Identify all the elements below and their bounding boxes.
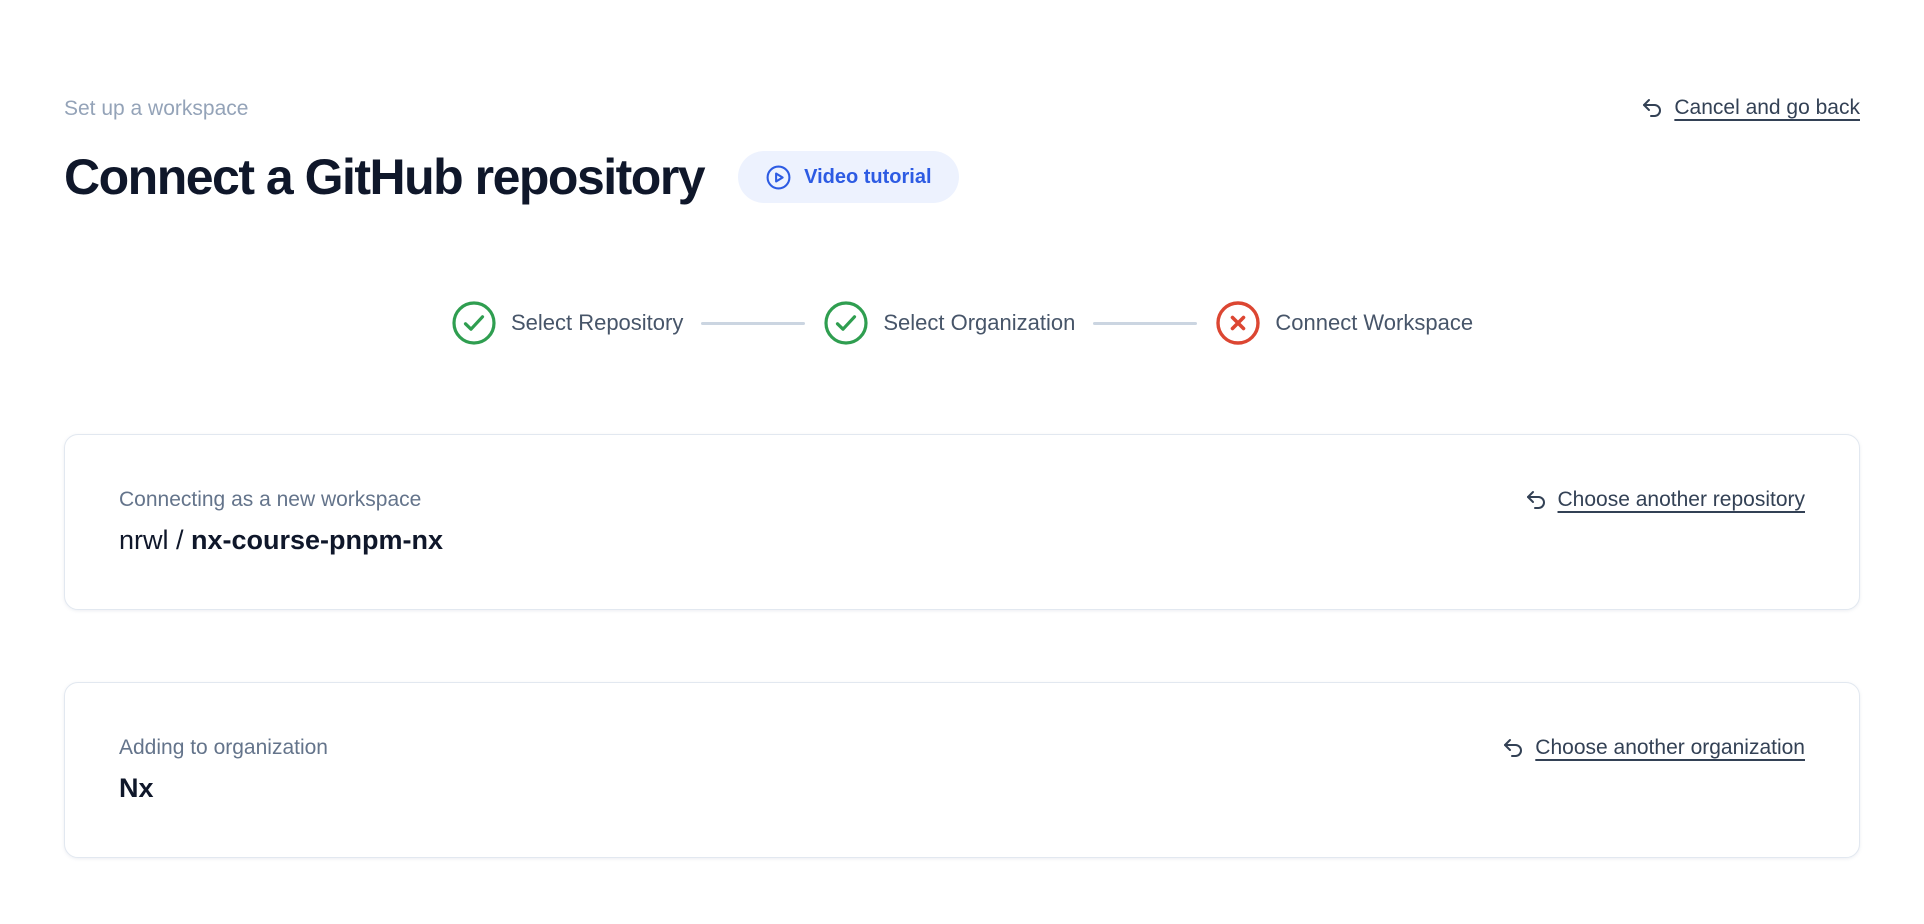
organization-card: Adding to organization Nx Choose another… — [64, 682, 1860, 858]
play-circle-icon — [765, 164, 792, 191]
repository-name: nrwl / nx-course-pnpm-nx — [119, 523, 443, 557]
cancel-and-go-back-link[interactable]: Cancel and go back — [1640, 96, 1860, 120]
undo-icon — [1524, 488, 1548, 512]
step-connect-workspace: Connect Workspace — [1215, 300, 1473, 346]
choose-another-organization-link[interactable]: Choose another organization — [1501, 736, 1805, 760]
progress-stepper: Select Repository Select Organization Co… — [64, 300, 1860, 346]
video-tutorial-button[interactable]: Video tutorial — [738, 151, 959, 203]
choose-another-repository-link[interactable]: Choose another repository — [1524, 488, 1805, 512]
eyebrow-label: Set up a workspace — [64, 97, 249, 120]
video-tutorial-label: Video tutorial — [804, 165, 932, 188]
header: Set up a workspace Cancel and go back — [64, 96, 1860, 122]
stepper-connector — [701, 321, 806, 325]
choose-organization-label: Choose another organization — [1535, 736, 1805, 759]
repository-repo: nx-course-pnpm-nx — [191, 525, 444, 555]
page-title: Connect a GitHub repository — [64, 149, 706, 205]
step-select-organization: Select Organization — [823, 300, 1075, 346]
step-label: Select Repository — [510, 310, 684, 335]
step-label: Select Organization — [883, 310, 1076, 335]
repository-card-label: Connecting as a new workspace — [119, 488, 422, 511]
organization-value: Nx — [119, 773, 154, 803]
check-circle-icon — [451, 300, 497, 346]
undo-icon — [1501, 736, 1525, 760]
setup-workspace-page: Set up a workspace Cancel and go back Co… — [64, 96, 1860, 858]
organization-card-info: Adding to organization Nx — [119, 735, 328, 805]
cancel-link-label: Cancel and go back — [1674, 96, 1860, 119]
x-circle-icon — [1215, 300, 1261, 346]
repository-owner: nrwl / — [119, 525, 192, 555]
step-select-repository: Select Repository — [451, 300, 683, 346]
step-label: Connect Workspace — [1275, 310, 1474, 335]
stepper-connector — [1093, 321, 1198, 325]
undo-icon — [1640, 96, 1664, 120]
organization-name: Nx — [119, 771, 328, 805]
choose-repository-label: Choose another repository — [1557, 488, 1805, 511]
organization-card-label: Adding to organization — [119, 736, 328, 759]
repository-card: Connecting as a new workspace nrwl / nx-… — [64, 434, 1860, 610]
repository-card-info: Connecting as a new workspace nrwl / nx-… — [119, 487, 443, 557]
heading-row: Connect a GitHub repository Video tutori… — [64, 146, 1860, 208]
check-circle-icon — [823, 300, 869, 346]
